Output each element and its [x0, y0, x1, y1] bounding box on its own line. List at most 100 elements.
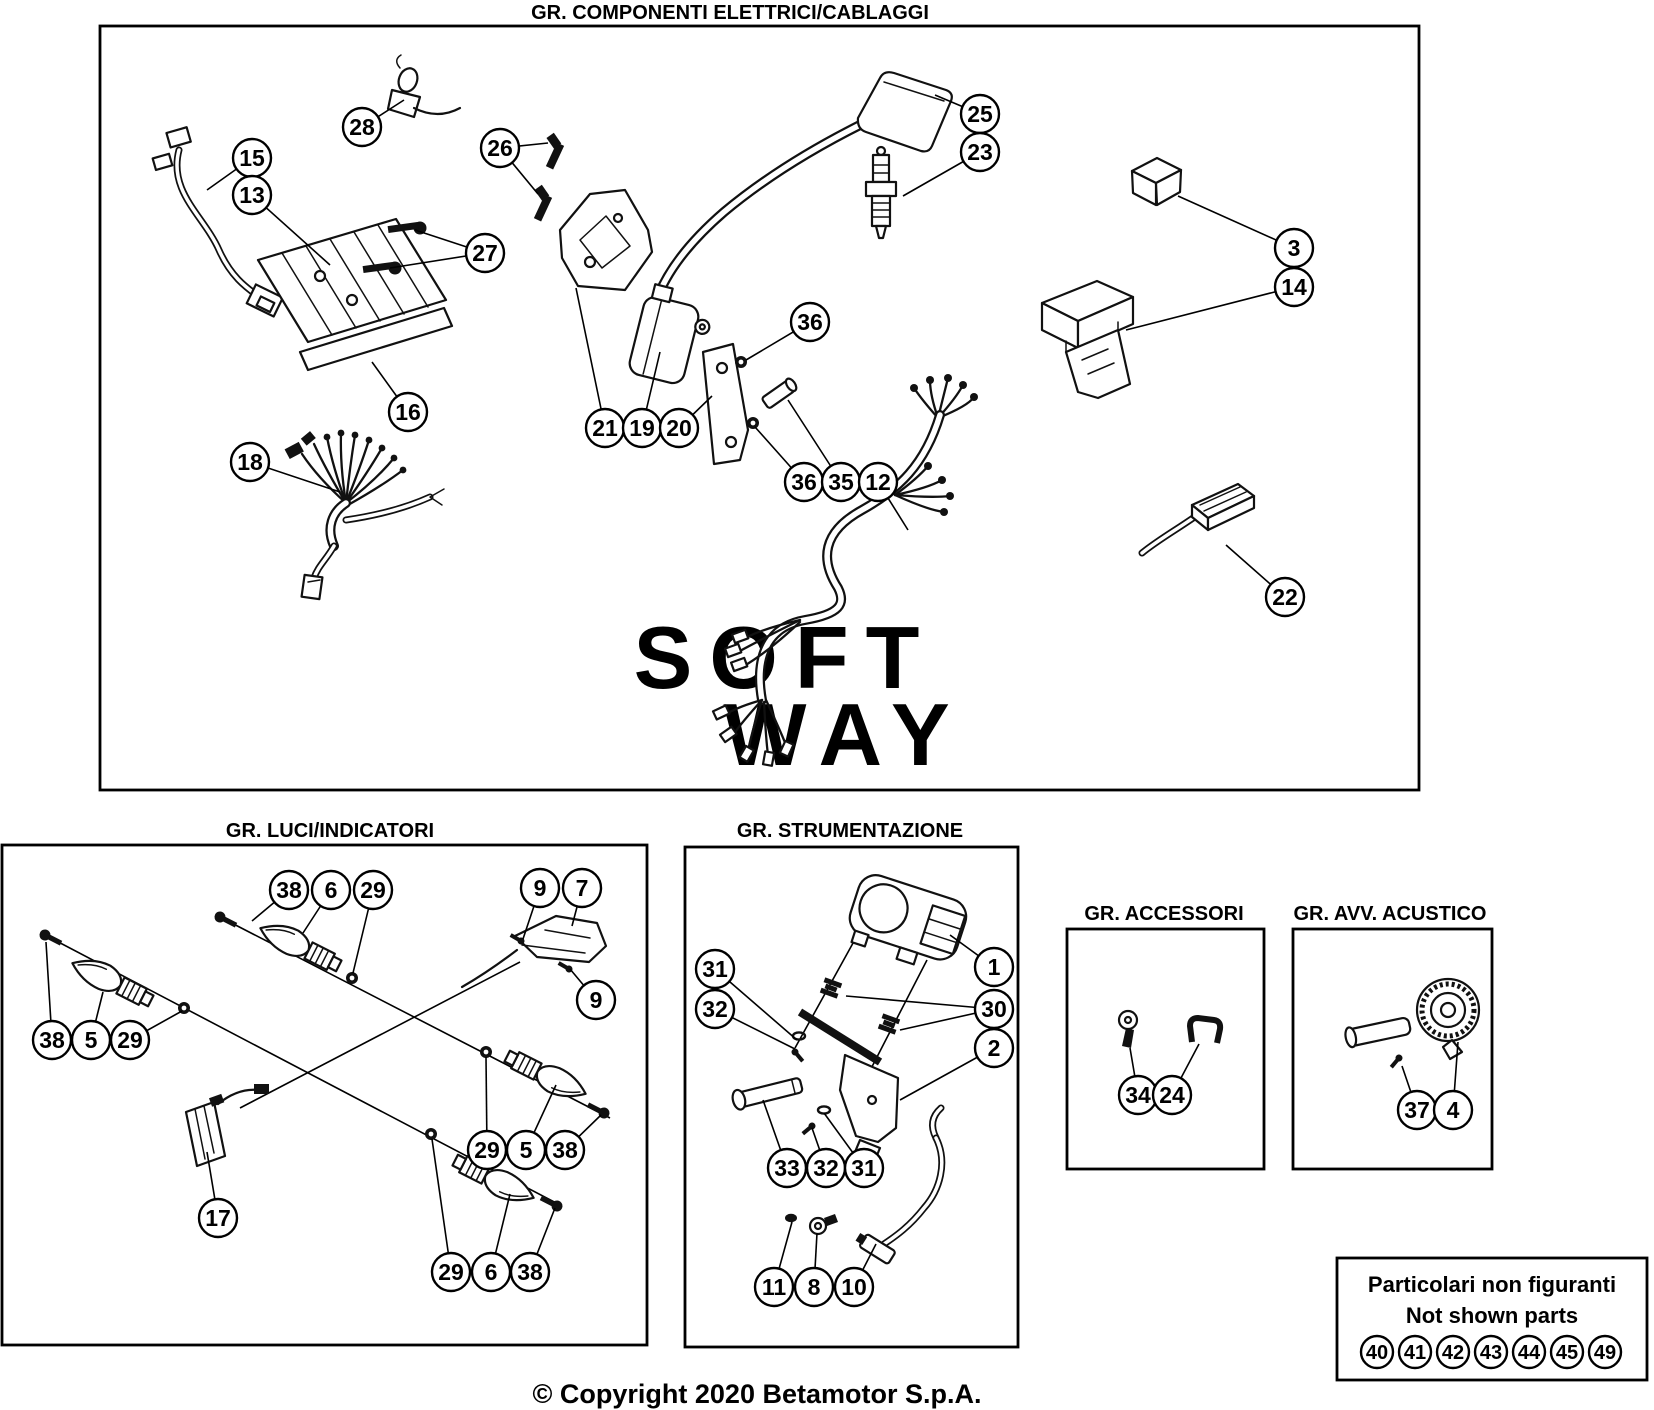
svg-text:31: 31 — [702, 956, 728, 982]
harness-branch-right — [893, 462, 954, 516]
part-18-small-harness-drawing — [284, 429, 445, 601]
section-box-accessories — [1065, 927, 1266, 1171]
callout-electrical-28: 28 — [341, 106, 383, 148]
watermark-line1: SOFT — [634, 608, 937, 707]
svg-text:34: 34 — [1125, 1082, 1151, 1108]
section-box-horn — [1291, 927, 1494, 1171]
svg-text:6: 6 — [485, 1259, 498, 1285]
svg-text:14: 14 — [1281, 274, 1307, 300]
svg-text:29: 29 — [117, 1027, 143, 1053]
part-29-nut-drawing — [346, 972, 358, 984]
part-6-rear-indicator-left-drawing — [254, 913, 346, 979]
part-34-hook-drawing — [1117, 1009, 1139, 1048]
part-32-screw-drawing — [790, 1047, 806, 1064]
section-box-lights — [0, 843, 649, 1347]
svg-text:16: 16 — [395, 399, 421, 425]
svg-text:21: 21 — [592, 415, 618, 441]
svg-text:29: 29 — [474, 1137, 500, 1163]
svg-text:38: 38 — [276, 877, 302, 903]
section-title-electrical: GR. COMPONENTI ELETTRICI/CABLAGGI — [531, 2, 929, 24]
part-29-nut-drawing — [480, 1046, 492, 1058]
callout-instruments-31: 31 — [694, 948, 736, 990]
not-shown-title-line1: Particolari non figuranti — [1368, 1272, 1616, 1297]
callout-electrical-13: 13 — [231, 174, 273, 216]
svg-text:29: 29 — [360, 877, 386, 903]
callout-electrical-36: 36 — [789, 301, 831, 343]
callout-not_shown-49: 49 — [1587, 1334, 1623, 1370]
part-8-drive-sensor-drawing — [808, 1214, 838, 1236]
callout-accessories-24: 24 — [1151, 1074, 1193, 1116]
callout-instruments-32: 32 — [805, 1147, 847, 1189]
part-20-coil-bracket-drawing — [701, 342, 750, 466]
svg-text:31: 31 — [851, 1155, 877, 1181]
harness-branch-mid-left — [723, 618, 802, 673]
svg-text:19: 19 — [629, 415, 655, 441]
part-14-cdi-unit-drawing — [1040, 279, 1135, 400]
svg-text:40: 40 — [1366, 1342, 1388, 1364]
leader-line-electrical-14 — [1125, 286, 1295, 331]
not-shown-parts-box: Particolari non figuranti Not shown part… — [1335, 1256, 1649, 1382]
svg-text:32: 32 — [813, 1155, 839, 1181]
part-33-tube-drawing — [731, 1077, 804, 1111]
callout-accessories-34: 34 — [1117, 1074, 1159, 1116]
part-10-speedo-cable-drawing — [855, 1104, 946, 1265]
svg-text:43: 43 — [1480, 1342, 1502, 1364]
part-1-instrument-cluster-drawing — [848, 874, 968, 966]
callout-instruments-33: 33 — [766, 1147, 808, 1189]
callout-electrical-16: 16 — [387, 391, 429, 433]
part-38-screw-drawing — [538, 1192, 565, 1214]
callout-horn-4: 4 — [1432, 1089, 1474, 1131]
callout-not_shown-43: 43 — [1473, 1334, 1509, 1370]
callout-electrical-12: 12 — [857, 461, 899, 503]
callout-electrical-23: 23 — [959, 131, 1001, 173]
callout-lights-6: 6 — [310, 869, 352, 911]
callout-electrical-21: 21 — [584, 407, 626, 449]
svg-text:4: 4 — [1447, 1097, 1460, 1123]
svg-text:28: 28 — [349, 114, 375, 140]
leader-line-lights-29 — [431, 1138, 452, 1273]
callout-electrical-36: 36 — [783, 461, 825, 503]
callout-lights-38: 38 — [544, 1129, 586, 1171]
callout-instruments-10: 10 — [833, 1266, 875, 1308]
callout-not_shown-45: 45 — [1549, 1334, 1585, 1370]
svg-text:2: 2 — [988, 1035, 1001, 1061]
part-22-sensor-drawing — [1138, 482, 1256, 557]
svg-text:1: 1 — [988, 954, 1001, 980]
callout-instruments-31: 31 — [843, 1147, 885, 1189]
part-31-washer-drawing — [816, 1105, 832, 1115]
not-shown-title-line2: Not shown parts — [1406, 1303, 1578, 1328]
svg-text:36: 36 — [791, 469, 817, 495]
svg-text:13: 13 — [239, 182, 265, 208]
part-5-front-indicator-left-drawing — [66, 948, 158, 1014]
leader-line-electrical-3 — [1177, 195, 1295, 249]
part-23-spark-plug-drawing — [864, 145, 898, 240]
svg-text:49: 49 — [1594, 1342, 1616, 1364]
svg-text:25: 25 — [967, 101, 993, 127]
svg-text:35: 35 — [828, 469, 854, 495]
section-box-electrical — [98, 24, 1421, 792]
callout-lights-38: 38 — [268, 869, 310, 911]
callout-lights-7: 7 — [561, 867, 603, 909]
svg-text:24: 24 — [1159, 1082, 1185, 1108]
svg-text:32: 32 — [702, 996, 728, 1022]
watermark: SOFT WAY — [634, 608, 950, 784]
part-3-relay-drawing — [1130, 156, 1183, 207]
svg-text:11: 11 — [762, 1274, 787, 1300]
callout-not_shown-40: 40 — [1359, 1334, 1395, 1370]
callout-lights-9: 9 — [519, 867, 561, 909]
callout-not_shown-41: 41 — [1397, 1334, 1433, 1370]
callout-lights-5: 5 — [505, 1129, 547, 1171]
callout-not_shown-44: 44 — [1511, 1334, 1547, 1370]
part-38-screw-drawing — [37, 927, 64, 949]
leader-line-instruments-30 — [845, 995, 995, 1010]
not-shown-box-border — [1335, 1256, 1649, 1382]
svg-text:29: 29 — [438, 1259, 464, 1285]
part-5-front-indicator-right-drawing — [500, 1043, 592, 1109]
callout-electrical-25: 25 — [959, 93, 1001, 135]
callout-electrical-18: 18 — [229, 441, 271, 483]
svg-text:27: 27 — [472, 240, 498, 266]
callout-electrical-27: 27 — [464, 232, 506, 274]
svg-text:41: 41 — [1404, 1342, 1426, 1364]
callout-lights-5: 5 — [70, 1019, 112, 1061]
part-35-pin-drawing — [761, 377, 798, 409]
